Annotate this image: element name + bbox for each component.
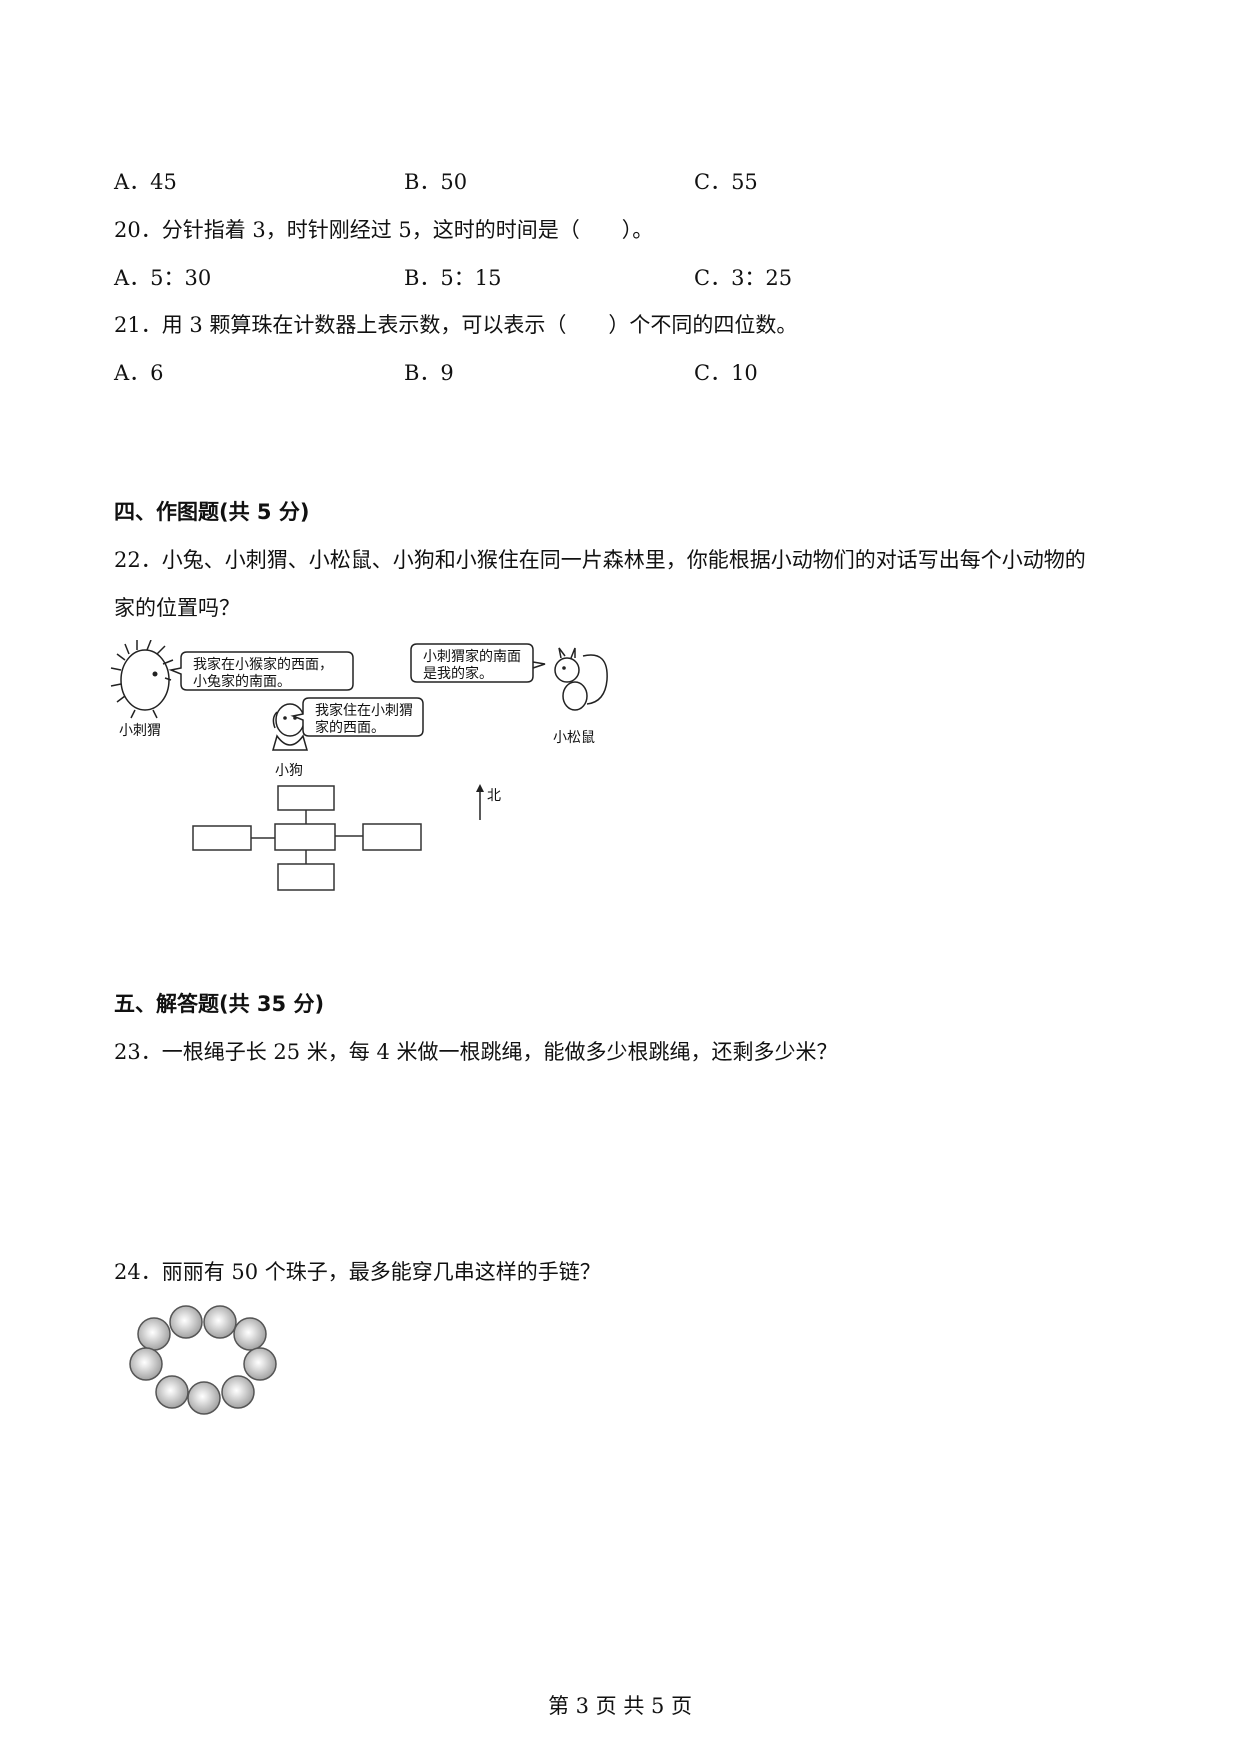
box-connectors — [251, 810, 363, 864]
dog-bubble-line2: 家的西面。 — [315, 719, 385, 736]
hedgehog-speech-bubble — [168, 651, 354, 691]
bead-icon — [155, 1375, 189, 1409]
dog-speech-bubble — [290, 697, 424, 737]
section-4-title: 四、作图题(共 5 分) — [114, 500, 310, 524]
north-label: 北 — [487, 788, 501, 804]
q21-stem: 21．用 3 颗算珠在计数器上表示数，可以表示（ ）个不同的四位数。 — [114, 313, 798, 337]
bead-icon — [203, 1305, 237, 1339]
box-east — [362, 823, 422, 851]
q20-option-b: B．5：15 — [404, 266, 502, 290]
hedgehog-name: 小刺猬 — [119, 723, 161, 739]
bead-icon — [243, 1347, 277, 1381]
dog-bubble-line1: 我家住在小刺猬 — [315, 702, 413, 719]
squirrel-name: 小松鼠 — [553, 730, 595, 746]
q21-option-c: C．10 — [694, 361, 758, 385]
bracelet-figure — [129, 1305, 277, 1415]
squirrel-bubble-line1: 小刺猬家的南面 — [423, 648, 521, 665]
section-5-title: 五、解答题(共 35 分) — [114, 992, 325, 1016]
bead-icon — [169, 1305, 203, 1339]
page-footer: 第 3 页 共 5 页 — [547, 1694, 693, 1718]
q22-stem-line2: 家的位置吗？ — [114, 596, 240, 620]
q24-stem: 24．丽丽有 50 个珠子，最多能穿几串这样的手链？ — [114, 1260, 601, 1284]
q23-stem: 23．一根绳子长 25 米，每 4 米做一根跳绳，能做多少根跳绳，还剩多少米？ — [114, 1040, 838, 1064]
box-west — [192, 825, 252, 851]
q20-option-a: A．5：30 — [114, 266, 212, 290]
q19-option-c: C．55 — [694, 170, 758, 194]
bead-icon — [187, 1381, 221, 1415]
q19-option-a: A．45 — [114, 170, 177, 194]
box-center — [274, 823, 336, 851]
q20-option-c: C．3：25 — [694, 266, 793, 290]
bead-icon — [233, 1317, 267, 1351]
hedgehog-bubble-line2: 小兔家的南面。 — [193, 673, 291, 690]
q21-option-a: A．6 — [114, 361, 164, 385]
squirrel-bubble-line2: 是我的家。 — [423, 665, 493, 682]
q19-option-b: B．50 — [404, 170, 468, 194]
dog-name: 小狗 — [275, 763, 303, 779]
squirrel-speech-bubble — [410, 643, 546, 683]
hedgehog-icon — [110, 640, 174, 719]
bead-icon — [221, 1375, 255, 1409]
bead-icon — [137, 1317, 171, 1351]
q21-option-b: B．9 — [404, 361, 454, 385]
box-north — [277, 785, 335, 811]
q22-stem-line1: 22．小兔、小刺猬、小松鼠、小狗和小猴住在同一片森林里，你能根据小动物们的对话写… — [114, 548, 1086, 572]
q22-map-figure: 小刺猬 我家在小猴家的西面， 小兔家的南面。 小狗 我家住在小刺猬 家的西面。 … — [110, 640, 608, 891]
q20-stem: 20．分针指着 3，时针刚经过 5，这时的时间是（ ）。 — [114, 218, 654, 242]
hedgehog-bubble-line1: 我家在小猴家的西面， — [193, 656, 333, 673]
north-arrow-icon — [476, 784, 484, 820]
squirrel-icon — [554, 647, 608, 711]
dog-icon — [272, 703, 308, 751]
box-south — [277, 863, 335, 891]
bead-icon — [129, 1347, 163, 1381]
